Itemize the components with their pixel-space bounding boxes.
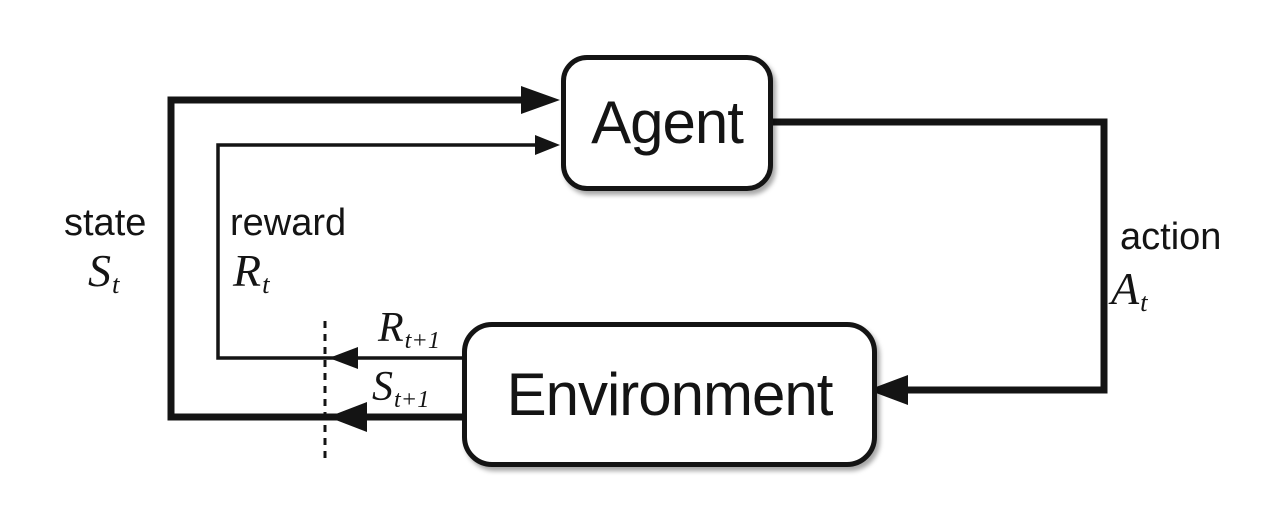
state-symbol-label: St bbox=[88, 248, 119, 298]
next-reward-symbol-subscript: t+1 bbox=[404, 326, 441, 354]
environment-label: Environment bbox=[506, 360, 834, 428]
action-flow-line bbox=[763, 118, 1108, 394]
agent-box: Agent bbox=[561, 55, 773, 191]
state-flow-line bbox=[167, 96, 532, 421]
next-state-symbol-subscript: t+1 bbox=[394, 385, 430, 413]
reward-symbol-base: R bbox=[233, 245, 262, 296]
reward-word-label: reward bbox=[230, 202, 347, 244]
state-word-label: state bbox=[64, 202, 147, 244]
next-state-symbol-base: S bbox=[372, 364, 393, 410]
state-symbol-subscript: t bbox=[112, 269, 120, 300]
environment-box: Environment bbox=[462, 322, 877, 467]
reward-symbol-subscript: t bbox=[262, 269, 270, 300]
action-word-label: action bbox=[1120, 216, 1222, 258]
state-arrowhead-into-agent bbox=[521, 86, 560, 114]
next-state-symbol-label: St+1 bbox=[372, 366, 429, 412]
reward-arrowhead-into-agent bbox=[535, 135, 560, 155]
action-symbol-base: A bbox=[1111, 263, 1140, 314]
next-reward-symbol-base: R bbox=[378, 305, 404, 351]
reward-symbol-label: Rt bbox=[233, 248, 270, 298]
next-reward-arrowhead bbox=[329, 347, 358, 369]
state-symbol-base: S bbox=[88, 245, 111, 296]
action-arrowhead-into-environment bbox=[868, 375, 908, 405]
agent-label: Agent bbox=[591, 89, 744, 156]
action-symbol-subscript: t bbox=[1140, 287, 1148, 318]
action-symbol-label: At bbox=[1111, 266, 1148, 316]
next-reward-symbol-label: Rt+1 bbox=[378, 307, 440, 353]
next-state-arrowhead bbox=[328, 402, 367, 432]
